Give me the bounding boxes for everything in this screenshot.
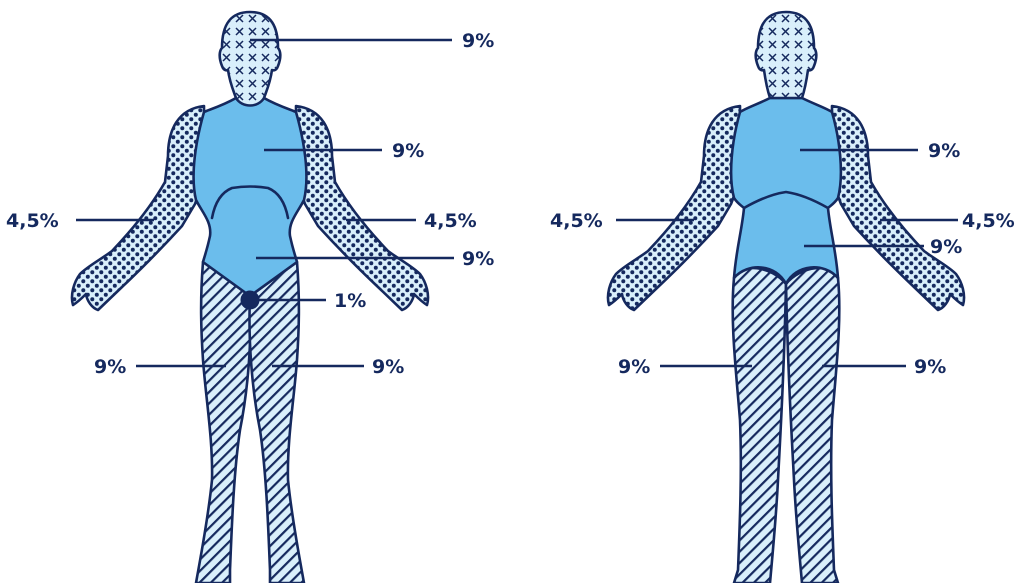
back-right-arm-label: 4,5% xyxy=(962,210,1015,232)
front-torso xyxy=(194,98,307,296)
front-right-arm-label: 4,5% xyxy=(424,210,477,232)
back-lower-back-label: 9% xyxy=(930,236,962,258)
front-right-leg-label: 9% xyxy=(372,356,404,378)
front-left-arm xyxy=(72,106,204,310)
front-head xyxy=(220,12,281,106)
back-figure xyxy=(608,12,964,583)
front-left-leg xyxy=(196,262,251,583)
front-genitals xyxy=(241,291,259,309)
back-right-arm xyxy=(832,106,964,310)
back-left-leg xyxy=(733,268,786,583)
front-chest-label: 9% xyxy=(392,140,424,162)
back-left-arm xyxy=(608,106,740,310)
front-right-leg xyxy=(249,262,304,583)
back-right-leg-label: 9% xyxy=(914,356,946,378)
back-upper-back-label: 9% xyxy=(928,140,960,162)
front-figure xyxy=(72,12,428,583)
front-head-label: 9% xyxy=(462,30,494,52)
front-abdomen-label: 9% xyxy=(462,248,494,270)
back-left-leg-label: 9% xyxy=(618,356,650,378)
back-head xyxy=(756,12,817,98)
front-left-arm-label: 4,5% xyxy=(6,210,59,232)
back-right-leg xyxy=(786,268,839,583)
front-left-leg-label: 9% xyxy=(94,356,126,378)
back-left-arm-label: 4,5% xyxy=(550,210,603,232)
front-genitals-label: 1% xyxy=(334,290,366,312)
front-right-arm xyxy=(296,106,428,310)
